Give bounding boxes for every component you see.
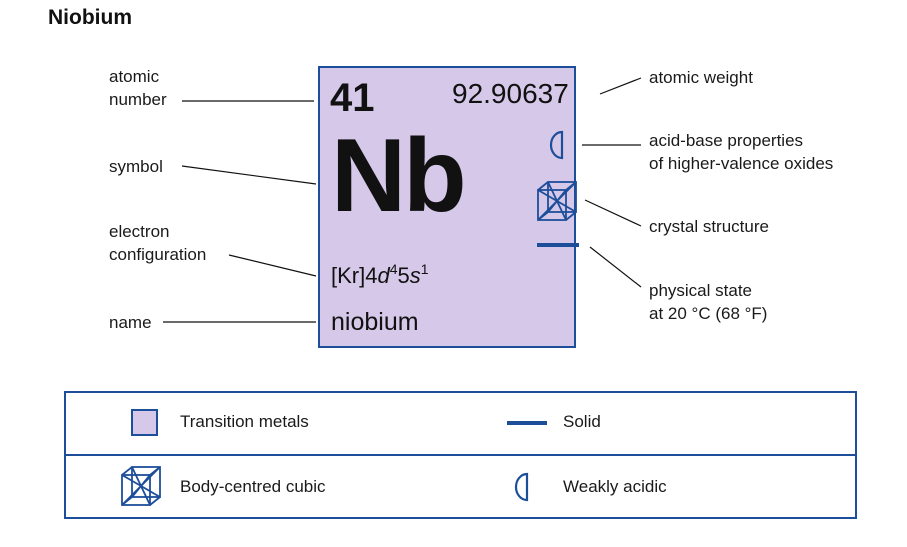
element-tile bbox=[318, 66, 576, 348]
body-centred-cubic-icon bbox=[537, 181, 577, 221]
solid-state-icon bbox=[537, 243, 579, 247]
transition-metals-swatch bbox=[131, 409, 158, 436]
legend-divider bbox=[64, 454, 857, 456]
label-atomic-number: atomic number bbox=[109, 65, 167, 111]
config-s: s bbox=[409, 263, 421, 288]
label-crystal-structure: crystal structure bbox=[649, 217, 769, 236]
leader-atomic-weight bbox=[599, 77, 642, 95]
label-electron-configuration-line2: configuration bbox=[109, 245, 207, 264]
leader-electron-configuration bbox=[228, 254, 317, 277]
config-core: [Kr]4 bbox=[331, 263, 378, 288]
legend-transition-metals: Transition metals bbox=[180, 412, 309, 431]
config-d-count: 4 bbox=[389, 261, 398, 277]
label-physical-state: physical state at 20 °C (68 °F) bbox=[649, 279, 767, 325]
label-atomic-number-line1: atomic bbox=[109, 67, 160, 86]
legend-body-centred-cubic: Body-centred cubic bbox=[180, 477, 326, 496]
label-physical-state-line1: physical state bbox=[649, 281, 752, 300]
atomic-number: 41 bbox=[330, 76, 375, 120]
page-title: Niobium bbox=[48, 6, 132, 29]
leader-symbol bbox=[181, 165, 317, 185]
atomic-weight: 92.90637 bbox=[452, 78, 569, 109]
element-symbol: Nb bbox=[331, 118, 467, 234]
label-acid-base-line2: of higher-valence oxides bbox=[649, 154, 834, 173]
label-atomic-weight: atomic weight bbox=[649, 68, 753, 87]
leader-crystal-structure bbox=[584, 199, 642, 227]
legend-weakly-acidic: Weakly acidic bbox=[563, 477, 667, 496]
label-name: name bbox=[109, 313, 152, 332]
label-acid-base-properties: acid-base properties of higher-valence o… bbox=[649, 129, 833, 175]
config-s-count: 1 bbox=[420, 261, 429, 277]
config-d: d bbox=[377, 263, 390, 288]
label-electron-configuration: electron configuration bbox=[109, 220, 206, 266]
legend-weakly-acidic-icon bbox=[514, 472, 529, 502]
config-shell: 5 bbox=[397, 263, 410, 288]
element-name: niobium bbox=[331, 308, 419, 336]
legend-body-centred-cubic-icon bbox=[121, 466, 161, 506]
label-atomic-number-line2: number bbox=[109, 90, 167, 109]
legend-solid-icon bbox=[507, 421, 547, 425]
electron-configuration: [Kr]4d45s1 bbox=[331, 261, 429, 289]
label-symbol: symbol bbox=[109, 157, 163, 176]
legend-solid: Solid bbox=[563, 412, 601, 431]
label-electron-configuration-line1: electron bbox=[109, 222, 170, 241]
weakly-acidic-icon bbox=[549, 130, 564, 160]
label-physical-state-line2: at 20 °C (68 °F) bbox=[649, 304, 768, 323]
leader-physical-state bbox=[589, 246, 642, 288]
label-acid-base-line1: acid-base properties bbox=[649, 131, 804, 150]
